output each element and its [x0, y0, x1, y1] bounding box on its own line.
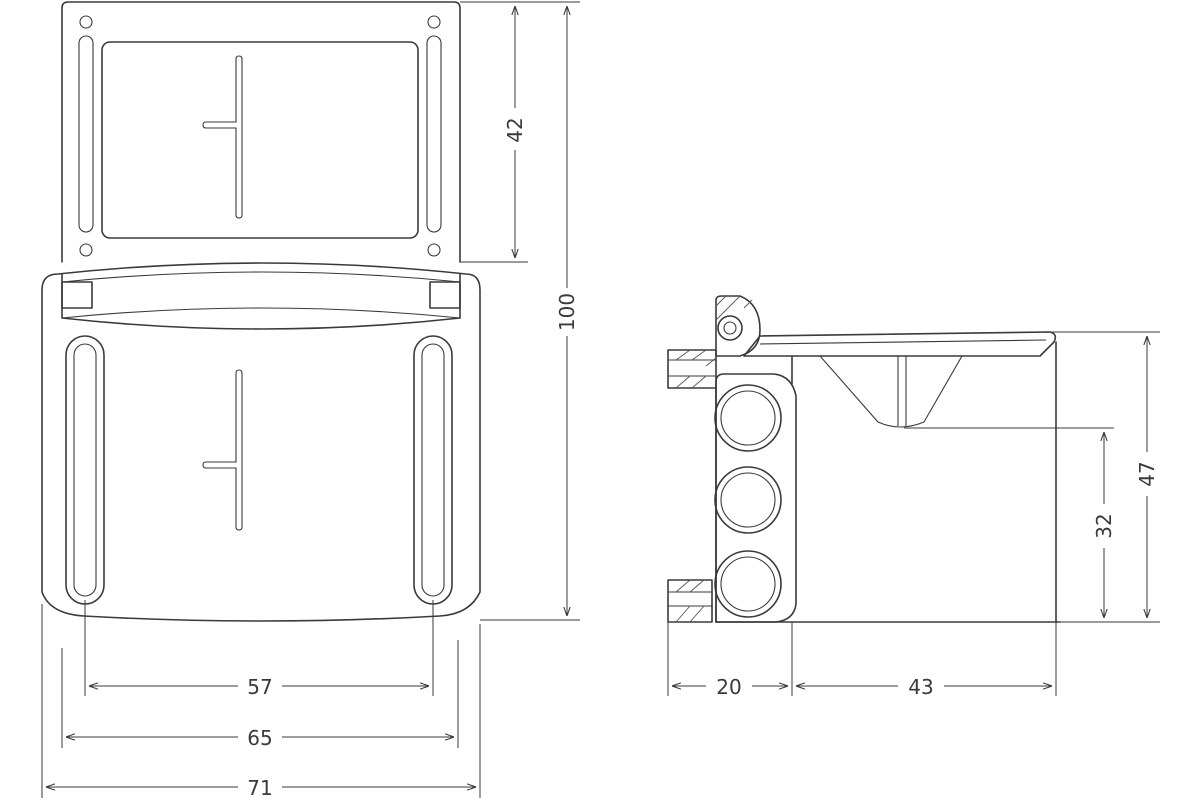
dim-label-inner-width: 65: [247, 726, 272, 750]
dimension-32: 32: [904, 427, 1160, 623]
hinge-knuckle: [715, 295, 761, 357]
dim-label-slot-spacing: 57: [247, 675, 272, 699]
dim-label-body-depth: 43: [908, 675, 933, 699]
upper-latch: [667, 349, 717, 389]
slot-right: [413, 335, 453, 605]
slot-left: [65, 335, 105, 605]
dimension-43: 43: [796, 622, 1057, 699]
dim-label-body-height: 32: [1092, 513, 1116, 538]
dimension-100: 100: [460, 1, 580, 621]
dimension-57: 57: [84, 600, 434, 699]
front-view: 42 100 57 65 7: [41, 1, 580, 800]
lower-latch: [667, 579, 713, 623]
knockout-2: [714, 466, 782, 534]
dim-label-overall-height: 47: [1135, 461, 1159, 486]
knockout-1: [714, 384, 782, 452]
dim-label-overall-width: 71: [247, 776, 272, 800]
dim-label-clip-height: 42: [503, 117, 527, 142]
right-rail: [426, 15, 442, 257]
hinge-tab-right: [429, 281, 461, 309]
t-mark-upper: [202, 55, 243, 219]
knockout-3: [714, 550, 782, 618]
dimension-65: 65: [61, 640, 459, 750]
dim-label-clip-depth: 20: [716, 675, 741, 699]
left-rail: [78, 15, 94, 257]
lid: [743, 331, 1057, 428]
dimension-20: 20: [667, 588, 793, 699]
dim-label-total-height: 100: [555, 293, 579, 331]
side-view: 20 43 32 47: [667, 295, 1160, 699]
clip-plate: [61, 1, 461, 263]
box-body: [41, 262, 481, 622]
hinge-tab-left: [61, 281, 93, 309]
dimension-47: 47: [1052, 331, 1160, 618]
dimension-71: 71: [41, 604, 481, 800]
t-mark-lower: [202, 369, 243, 531]
side-body: [714, 341, 1061, 623]
dimension-42: 42: [460, 1, 528, 263]
